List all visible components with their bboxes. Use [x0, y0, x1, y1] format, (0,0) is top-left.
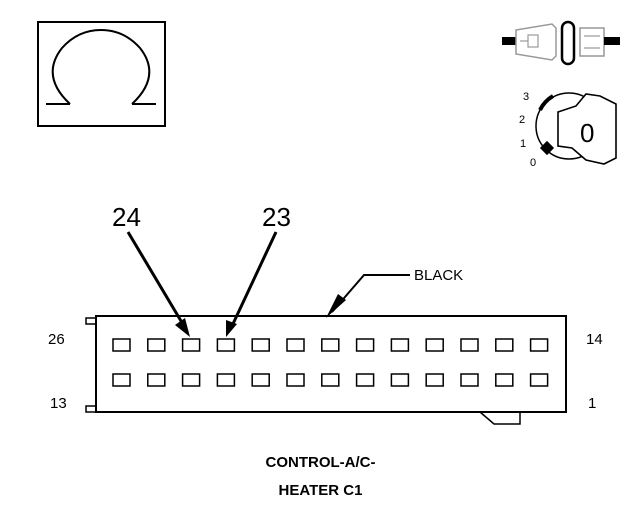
- cavity: [495, 338, 514, 352]
- cavity-label-26: 26: [48, 331, 65, 348]
- cavity-label-14: 14: [586, 331, 603, 348]
- cavity: [216, 338, 236, 352]
- connector-color-label: BLACK: [414, 267, 464, 284]
- cavity: [216, 373, 236, 387]
- cavity: [495, 373, 514, 387]
- cavity: [529, 373, 549, 387]
- cavity: [321, 338, 340, 352]
- color-callout-leader: [326, 274, 410, 318]
- cavity: [286, 373, 305, 387]
- key-position-3: 3: [523, 91, 530, 103]
- cavity: [460, 373, 479, 387]
- pin-23-arrow: [226, 231, 278, 337]
- connector-caption-line2: HEATER C1: [278, 482, 363, 499]
- cavity: [355, 373, 375, 387]
- cavity: [112, 373, 131, 387]
- connector-body: [85, 315, 567, 425]
- key-position-2: 2: [519, 114, 526, 126]
- ignition-key-icon: [535, 92, 617, 165]
- cavity: [112, 338, 131, 352]
- cavity: [425, 373, 444, 387]
- cavity: [147, 373, 166, 387]
- cavity: [321, 373, 340, 387]
- key-face-label: 0: [580, 118, 595, 148]
- connector-side-view-icon: [502, 20, 620, 66]
- cavity: [147, 338, 166, 352]
- cavity: [390, 373, 410, 387]
- connector-caption-line1: CONTROL-A/C-: [265, 454, 376, 471]
- cavity: [529, 338, 549, 352]
- cavity: [181, 338, 201, 352]
- cavity: [425, 338, 444, 352]
- cavity: [251, 373, 270, 387]
- cavity: [286, 338, 305, 352]
- pin-24-callout: 24: [112, 202, 141, 232]
- pin-24-arrow: [126, 231, 190, 337]
- cavity: [181, 373, 201, 387]
- key-position-1: 1: [520, 138, 527, 150]
- cavity: [460, 338, 479, 352]
- cavity: [355, 338, 375, 352]
- omega-symbol-icon: [37, 21, 166, 127]
- cavity: [251, 338, 270, 352]
- cavity-label-13: 13: [50, 395, 67, 412]
- cavity: [390, 338, 410, 352]
- key-position-0: 0: [530, 157, 537, 169]
- cavity-grid: [112, 338, 549, 387]
- pin-23-callout: 23: [262, 202, 291, 232]
- cavity-label-1: 1: [588, 395, 597, 412]
